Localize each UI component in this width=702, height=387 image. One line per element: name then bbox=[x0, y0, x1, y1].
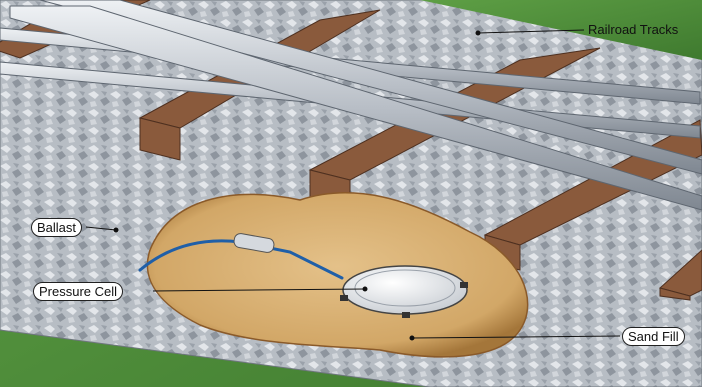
pressure-cell-label: Pressure Cell bbox=[33, 282, 123, 301]
railroad-tracks-label: Railroad Tracks bbox=[588, 22, 678, 37]
pressure-cell-disc bbox=[343, 266, 467, 314]
sand-fill-label: Sand Fill bbox=[622, 327, 685, 346]
ballast-label: Ballast bbox=[31, 218, 82, 237]
